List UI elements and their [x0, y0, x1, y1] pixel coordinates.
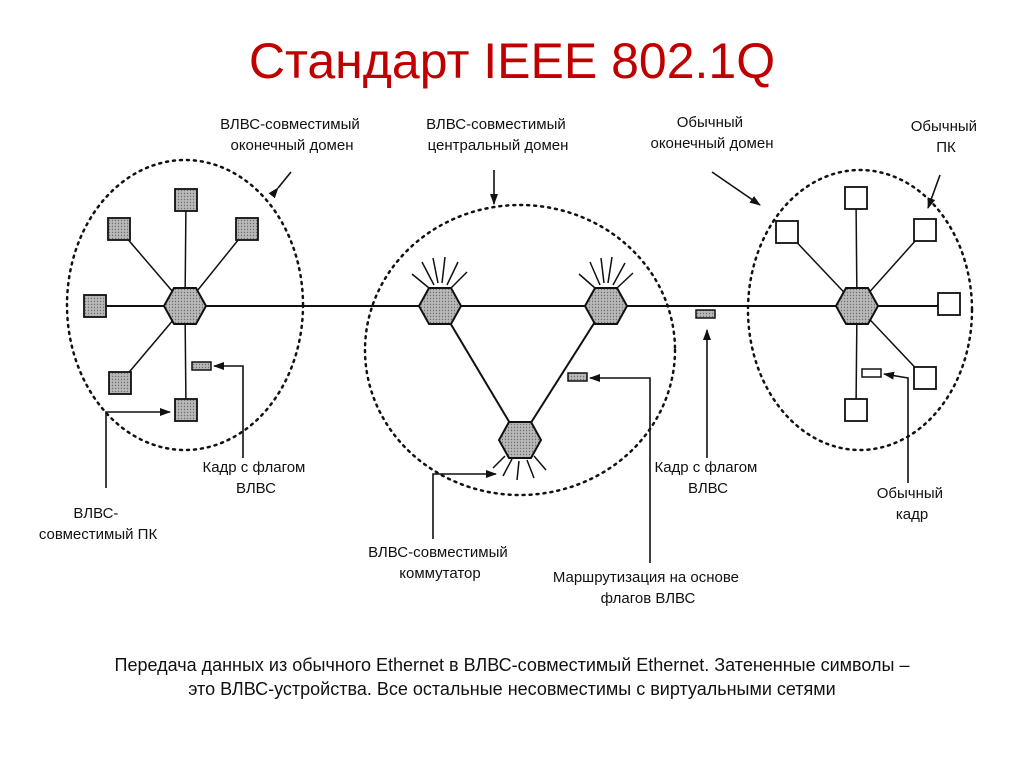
- legacy-frame: [861, 368, 882, 378]
- vlan-pc: [174, 398, 198, 422]
- label-tag-routing: Маршрутизация на основе флагов ВЛВС: [553, 569, 743, 607]
- core-switch-fan-lines: [411, 256, 634, 481]
- legacy-pc: [937, 292, 961, 316]
- tagged-frame-left: [191, 361, 212, 371]
- vlan-pc: [107, 217, 131, 241]
- legacy-switch-right-domain: [834, 287, 880, 325]
- legacy-pc: [775, 220, 799, 244]
- backbone-links: [95, 305, 940, 441]
- tagged-frame-backbone: [695, 309, 716, 319]
- caption-line: это ВЛВС-устройства. Все остальные несов…: [188, 679, 836, 699]
- caption-line: Передача данных из обычного Ethernet в В…: [114, 655, 910, 675]
- label-legacy-pc: Обычный ПК: [911, 118, 981, 156]
- label-tagged-frame-left: Кадр с флагом ВЛВС: [202, 459, 309, 497]
- label-legacy-end-domain: Обычный оконечный домен: [650, 114, 773, 152]
- vlan-core-domain-boundary: [363, 203, 677, 497]
- label-vlan-pc: ВЛВС- совместимый ПК: [39, 505, 158, 543]
- vlan-pc: [108, 371, 132, 395]
- vlan-switch-core-left: [417, 287, 463, 325]
- vlan-switch-core-right: [583, 287, 629, 325]
- vlan-pc: [235, 217, 259, 241]
- network-diagram: ВЛВС-совместимый оконечный домен ВЛВС-со…: [39, 114, 981, 607]
- vlan-switch-left-domain: [162, 287, 208, 325]
- legacy-pc: [844, 398, 868, 422]
- callout-arrows: [105, 170, 941, 563]
- label-legacy-frame: Обычный кадр: [877, 485, 947, 523]
- label-tagged-frame-right: Кадр с флагом ВЛВС: [654, 459, 761, 497]
- vlan-switch-core-bottom: [497, 421, 543, 459]
- label-vlan-end-domain: ВЛВС-совместимый оконечный домен: [220, 116, 364, 154]
- caption: Передача данных из обычного Ethernet в В…: [0, 653, 1024, 701]
- vlan-pc: [83, 294, 107, 318]
- tagged-frame-core: [567, 372, 588, 382]
- legacy-pc: [913, 366, 937, 390]
- vlan-pc: [174, 188, 198, 212]
- page-title: Стандарт IEEE 802.1Q: [248, 33, 776, 89]
- label-vlan-core-domain: ВЛВС-совместимый центральный домен: [426, 116, 570, 154]
- label-vlan-switch: ВЛВС-совместимый коммутатор: [368, 544, 512, 582]
- legacy-end-domain-boundary: [746, 168, 974, 452]
- legacy-pc: [844, 186, 868, 210]
- legacy-pc: [913, 218, 937, 242]
